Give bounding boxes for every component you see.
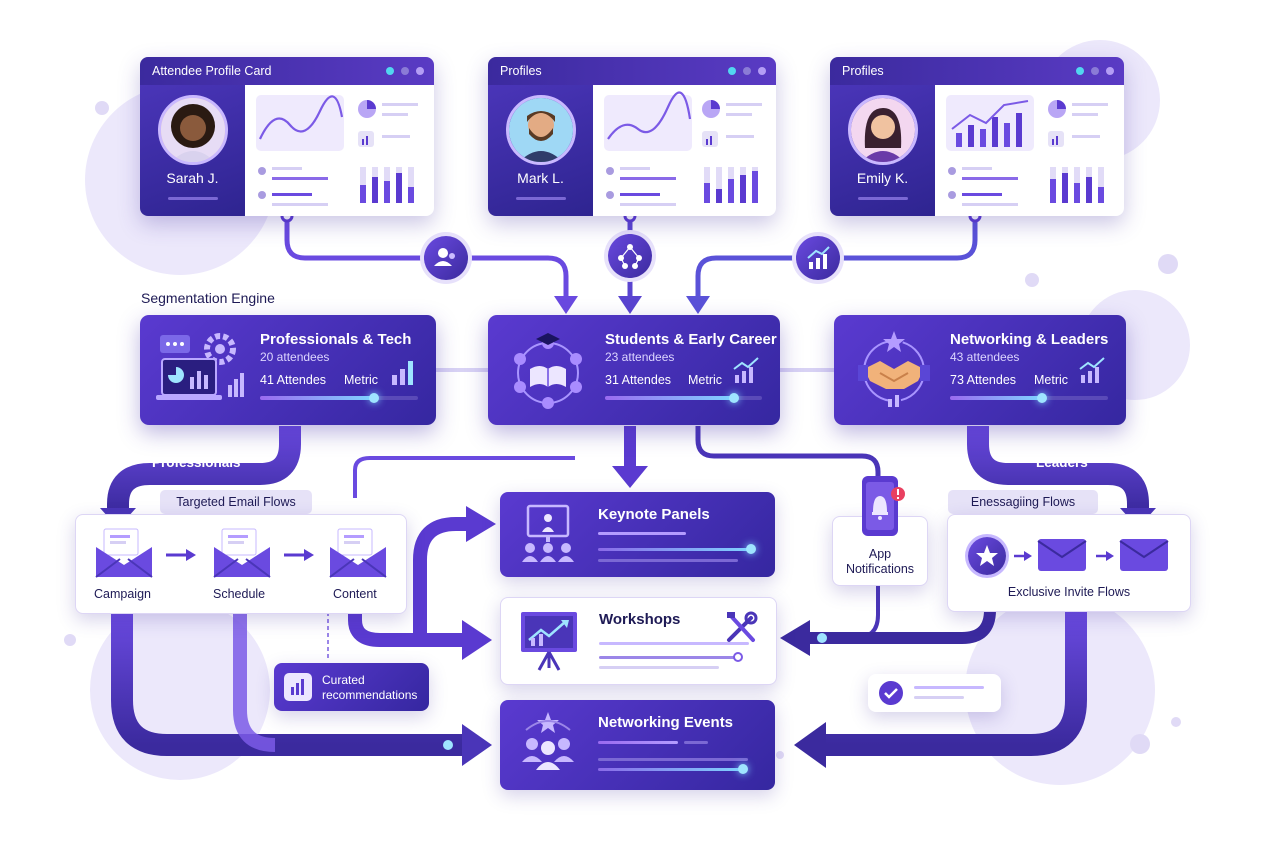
- profile-name: Emily K.: [830, 170, 935, 186]
- window-dots: [1076, 67, 1114, 75]
- arrow-right-icon: [1094, 549, 1116, 563]
- event-title: Networking Events: [598, 714, 733, 731]
- segment-students-early-career[interactable]: Students & Early Career 23 attendees 31 …: [488, 315, 780, 425]
- curated-recommendations-card[interactable]: Curated recommendations: [274, 663, 429, 711]
- envelope-icon: [1118, 537, 1170, 573]
- segment-stat: 73 Attendes: [950, 373, 1016, 387]
- connector-icon-users: [424, 236, 468, 280]
- profile-name: Sarah J.: [140, 170, 245, 186]
- exclusive-invite-flows-label: Exclusive Invite Flows: [948, 585, 1190, 599]
- profile-card-title: Profiles: [500, 64, 542, 78]
- segment-networking-leaders[interactable]: Networking & Leaders 43 attendees 73 Att…: [834, 315, 1126, 425]
- flow-label-leaders: Leaders: [1036, 455, 1088, 470]
- segment-title: Networking & Leaders: [950, 331, 1108, 348]
- connector-icon-growth: [796, 236, 840, 280]
- segment-attendee-count: 43 attendees: [950, 350, 1019, 364]
- education-hub-icon: [504, 325, 588, 415]
- profile-card-emily[interactable]: Profiles Emily K.: [830, 57, 1124, 216]
- segment-attendee-count: 23 attendees: [605, 350, 674, 364]
- email-step-content: Content: [333, 587, 377, 601]
- event-networking-events[interactable]: Networking Events: [500, 700, 775, 790]
- envelope-icon: [328, 527, 388, 579]
- network-icon: [608, 234, 652, 278]
- arrow-right-icon: [164, 547, 200, 563]
- segment-progress-fill: [260, 396, 374, 400]
- email-flows-title: Targeted Email Flows: [160, 490, 312, 514]
- segment-metric-label: Metric: [688, 373, 722, 387]
- envelope-icon: [94, 527, 154, 579]
- profile-mini-charts: [250, 89, 430, 213]
- email-step-campaign: Campaign: [94, 587, 151, 601]
- phone-notification-icon[interactable]: [858, 474, 908, 538]
- profile-card-mark[interactable]: Profiles Mark L.: [488, 57, 776, 216]
- envelope-icon: [1036, 537, 1088, 573]
- user-icon: [424, 236, 468, 280]
- flow-label-professionals: Professionals: [152, 455, 241, 470]
- window-dots: [386, 67, 424, 75]
- segment-attendee-count: 20 attendees: [260, 350, 329, 364]
- email-flows-card[interactable]: Campaign Schedule Content: [75, 514, 407, 614]
- profile-card-header: Profiles: [830, 57, 1124, 85]
- segment-title: Students & Early Career: [605, 331, 777, 348]
- profile-name: Mark L.: [488, 170, 593, 186]
- tools-icon: [723, 610, 759, 646]
- curated-line1: Curated: [322, 673, 365, 687]
- metric-trend-icon: [1078, 355, 1108, 385]
- profile-mini-charts: [598, 89, 774, 213]
- confirmation-card[interactable]: [868, 674, 1001, 712]
- laptop-gear-icon: [154, 329, 250, 411]
- curated-line2: recommendations: [322, 688, 417, 702]
- profile-card-header: Profiles: [488, 57, 776, 85]
- segment-professionals-tech[interactable]: Professionals & Tech 20 attendees 41 Att…: [140, 315, 436, 425]
- progress-knob: [369, 393, 379, 403]
- avatar: [506, 95, 576, 165]
- group-star-icon: [516, 710, 582, 776]
- profile-card-title: Profiles: [842, 64, 884, 78]
- segment-metric-label: Metric: [344, 373, 378, 387]
- avatar: [848, 95, 918, 165]
- app-notifications-line1: App: [833, 547, 927, 561]
- window-dots: [728, 67, 766, 75]
- check-circle-icon: [878, 680, 904, 706]
- event-title: Keynote Panels: [598, 506, 710, 523]
- app-notifications-line2: Notifications: [833, 562, 927, 576]
- messaging-flows-card[interactable]: Exclusive Invite Flows: [947, 514, 1191, 612]
- arrow-right-icon: [1012, 549, 1034, 563]
- segment-progress-fill: [950, 396, 1042, 400]
- profile-mini-charts: [940, 89, 1120, 213]
- metric-trend-icon: [732, 355, 762, 385]
- segment-stat: 31 Attendes: [605, 373, 671, 387]
- handshake-icon: [850, 323, 940, 415]
- event-keynote-panels[interactable]: Keynote Panels: [500, 492, 775, 577]
- star-badge-icon: [968, 537, 1006, 575]
- presentation-audience-icon: [518, 502, 582, 566]
- segment-stat: 41 Attendes: [260, 373, 326, 387]
- profile-card-title: Attendee Profile Card: [152, 64, 272, 78]
- progress-knob: [1037, 393, 1047, 403]
- connector-icon-network: [608, 234, 652, 278]
- arrow-right-icon: [282, 547, 318, 563]
- email-step-schedule: Schedule: [213, 587, 265, 601]
- segment-progress-fill: [605, 396, 734, 400]
- event-title: Workshops: [599, 611, 680, 628]
- profile-card-header: Attendee Profile Card: [140, 57, 434, 85]
- segmentation-engine-label: Segmentation Engine: [141, 290, 275, 306]
- segment-title: Professionals & Tech: [260, 331, 411, 348]
- messaging-flows-title: Enessagiing Flows: [948, 490, 1098, 514]
- growth-chart-icon: [796, 236, 840, 280]
- presentation-board-icon: [517, 608, 583, 674]
- event-workshops[interactable]: Workshops: [500, 597, 777, 685]
- progress-knob: [729, 393, 739, 403]
- bar-chart-icon: [284, 673, 312, 701]
- profile-card-sarah[interactable]: Attendee Profile Card Sarah J.: [140, 57, 434, 216]
- avatar: [158, 95, 228, 165]
- envelope-icon: [212, 527, 272, 579]
- metric-bars-icon: [388, 359, 418, 387]
- segment-metric-label: Metric: [1034, 373, 1068, 387]
